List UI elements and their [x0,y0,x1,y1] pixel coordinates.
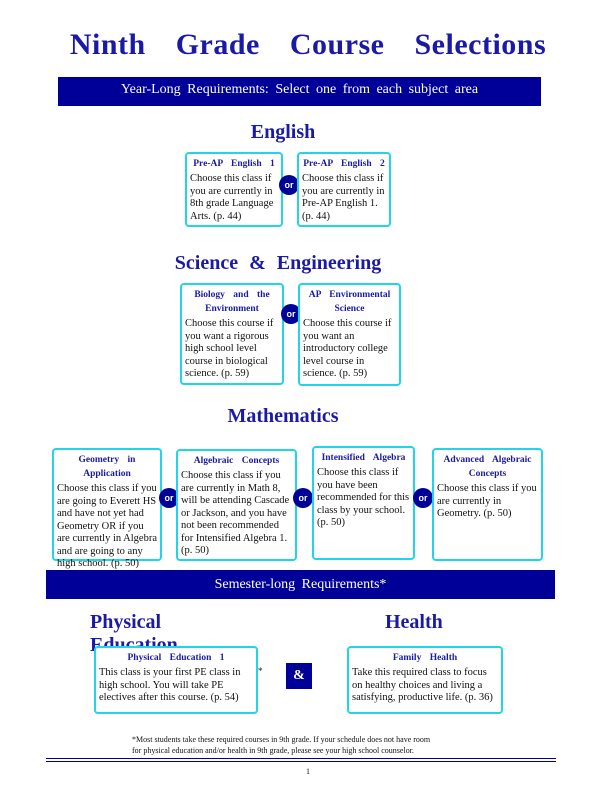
course-card-geometry-in-application: Geometry in Application Choose this clas… [52,448,162,569]
course-description: Choose this class if you are currently i… [190,173,274,222]
footnote-line-2: for physical education and/or health in … [132,746,414,755]
course-title: Biology and the Environment [194,290,270,314]
year-long-banner-text: Year-Long Requirements: Select one from … [120,82,479,97]
science-heading: Science & Engineering [174,252,382,274]
course-title: Algebraic Concepts [193,456,280,466]
course-title: Family Health [392,653,458,663]
course-description: Choose this class if you have been recom… [317,467,410,528]
course-description: Choose this class if you are currently i… [302,173,385,222]
course-description: This class is your first PE class in hig… [99,667,241,703]
or-connector: or [293,488,313,508]
course-card-pre-ap-english-1: Pre-AP English 1 Choose this class if yo… [185,152,283,227]
mathematics-heading: Mathematics [227,405,339,427]
course-description: Take this required class to focus on hea… [352,667,493,703]
course-title: Intensified Algebra [321,453,406,463]
course-description: Choose this course if you want a rigorou… [185,318,274,379]
or-connector: or [279,175,299,195]
course-description: Choose this course if you want an introd… [303,318,392,379]
course-description: Choose this class if you are going to Ev… [57,483,157,569]
course-card-biology-environment: Biology and the Environment Choose this … [180,283,284,385]
course-card-advanced-algebraic-concepts: Advanced Algebraic Concepts Choose this … [432,448,543,561]
health-heading: Health [385,611,443,633]
page-number: 1 [306,767,310,776]
course-description: Choose this class if you are currently i… [181,470,290,556]
or-connector: or [159,488,179,508]
footnote-line-1: *Most students take these required cours… [132,735,431,744]
course-title: Physical Education 1 [127,653,225,663]
course-card-pre-ap-english-2: Pre-AP English 2 Choose this class if yo… [297,152,391,227]
course-title: Geometry in Application [78,455,136,479]
course-card-algebraic-concepts: Algebraic Concepts Choose this class if … [176,449,297,561]
footer-rule [46,758,556,759]
course-card-family-health: Family Health Take this required class t… [347,646,503,714]
course-title: Pre-AP English 1 [193,159,275,169]
semester-banner-text: Semester-long Requirements* [214,577,387,592]
asterisk-marker: * [258,666,263,676]
course-card-ap-environmental-science: AP Environmental Science Choose this cou… [298,283,401,386]
page-title: Ninth Grade Course Selections [69,28,547,61]
or-connector: or [281,304,301,324]
semester-banner: Semester-long Requirements* [46,570,555,599]
footer-rule [46,761,556,762]
year-long-banner: Year-Long Requirements: Select one from … [58,77,541,106]
course-card-physical-education-1: Physical Education 1 This class is your … [94,646,258,714]
english-heading: English [250,121,316,143]
course-description: Choose this class if you are currently i… [437,483,537,519]
or-connector: or [413,488,433,508]
course-title: AP Environmental Science [308,290,391,314]
and-connector: & [286,663,312,689]
course-title: Pre-AP English 2 [303,159,385,169]
course-title: Advanced Algebraic Concepts [443,455,532,479]
course-card-intensified-algebra: Intensified Algebra Choose this class if… [312,446,415,560]
